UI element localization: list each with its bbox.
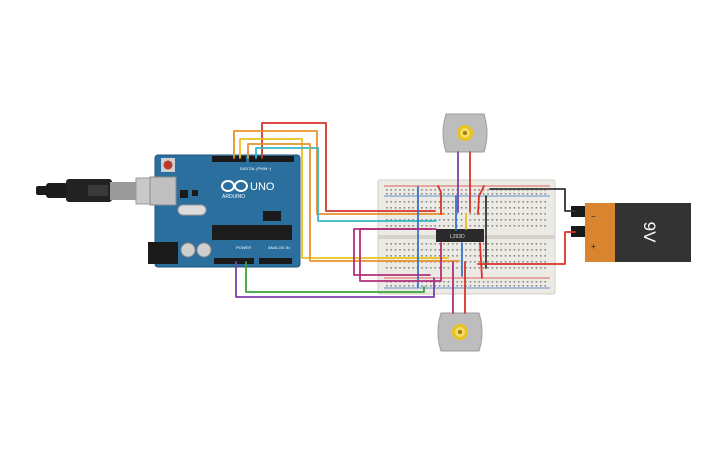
wire-red-bb-2[interactable] (477, 185, 485, 215)
digital-header-label: DIGITAL (PWM~) (240, 166, 272, 171)
capacitor-2 (196, 242, 212, 258)
crystal-oscillator (177, 204, 207, 216)
l293d-driver-chip[interactable]: L293D (436, 229, 484, 242)
wire-red-d9[interactable] (261, 122, 436, 212)
wires (233, 122, 576, 314)
wire-red-bb-1[interactable] (437, 185, 442, 215)
wire-yellow-d10[interactable] (239, 138, 449, 259)
power-header-label: POWER (236, 245, 251, 250)
wire-red-bb-3[interactable] (479, 242, 483, 279)
analog-header-label: ANALOG IN (268, 245, 290, 250)
board-model-label: UNO (250, 181, 275, 193)
wire-red-battery[interactable] (477, 231, 576, 265)
reset-button[interactable] (163, 160, 173, 170)
battery-voltage-label: 9V (640, 222, 659, 243)
arduino-uno-board[interactable]: UNO ARDUINO DIGITAL (PWM~) POWER ANALOG … (148, 154, 301, 268)
wire-purple-gnd[interactable] (235, 261, 435, 298)
wire-green-5v[interactable] (245, 261, 425, 293)
dc-motor-bottom[interactable] (437, 312, 483, 352)
battery-plus-label: + (591, 242, 596, 251)
power-jack (148, 242, 178, 264)
board-brand-label: ARDUINO (222, 194, 245, 200)
battery-minus-label: − (591, 212, 596, 221)
driver-chip-label: L293D (450, 234, 465, 240)
capacitor-1 (180, 242, 196, 258)
wire-magenta-bb-2[interactable] (353, 228, 437, 276)
wire-black-battery[interactable] (489, 188, 576, 212)
arduino-logo-icon (221, 180, 248, 192)
dc-motor-top[interactable] (442, 113, 488, 153)
wire-cyan-d8[interactable] (255, 147, 437, 222)
wire-orange-d11[interactable] (233, 130, 445, 215)
battery-9v[interactable]: − + 9V (571, 203, 691, 262)
atmega-chip (212, 225, 292, 240)
